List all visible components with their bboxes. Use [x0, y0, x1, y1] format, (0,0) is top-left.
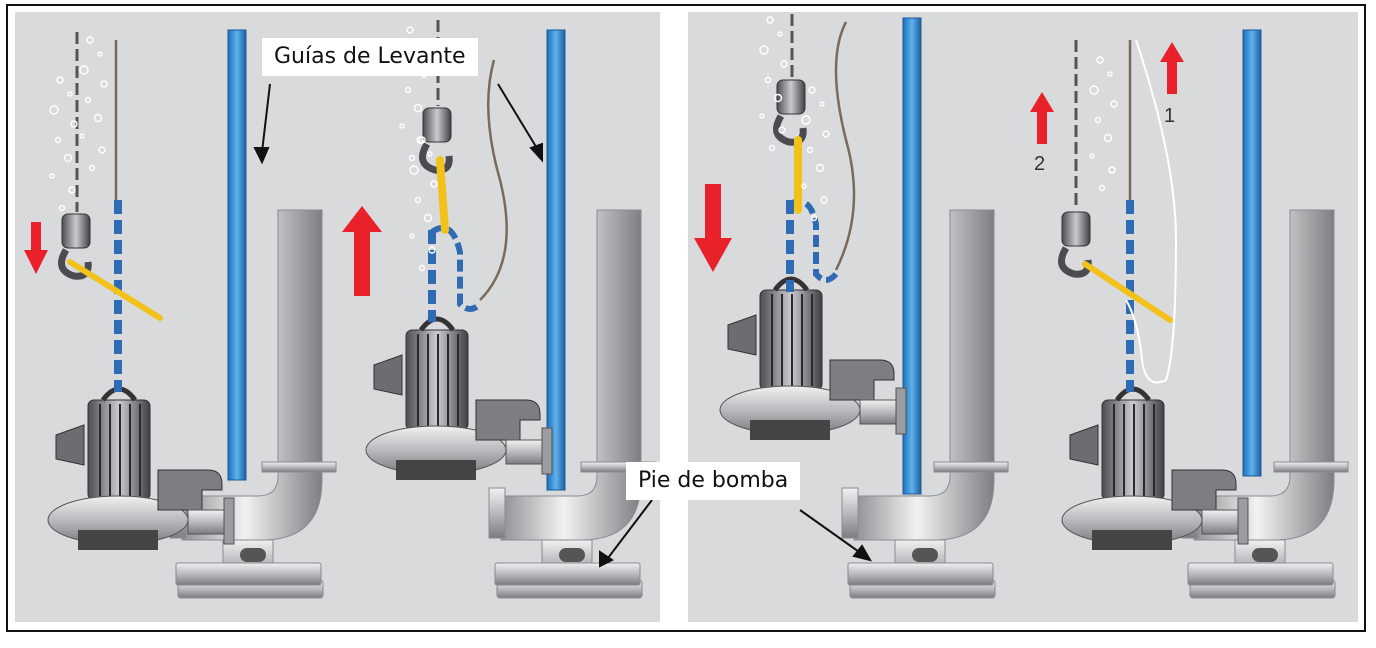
scene-1 [24, 29, 337, 599]
guide-rail-icon [902, 17, 922, 495]
arrow-up-icon [1030, 92, 1054, 144]
arrow-up-icon [1160, 42, 1184, 94]
step-number-1: 1 [1164, 105, 1175, 127]
pump-foot-label: Pie de bomba [626, 462, 801, 500]
scene-2 [342, 20, 656, 599]
guide-rail-icon [1242, 29, 1262, 477]
scene-3 [694, 14, 1009, 599]
arrow-down-icon [694, 184, 732, 272]
callout-pointers [253, 83, 873, 568]
scene-4: 1 2 [1030, 29, 1349, 599]
step-number-2: 2 [1034, 153, 1045, 175]
arrow-down-icon [24, 222, 48, 274]
guide-rail-icon [227, 29, 247, 481]
arrow-up-icon [342, 206, 382, 296]
guide-rails-label: Guías de Levante [262, 38, 478, 76]
guide-rail-icon [546, 29, 566, 491]
